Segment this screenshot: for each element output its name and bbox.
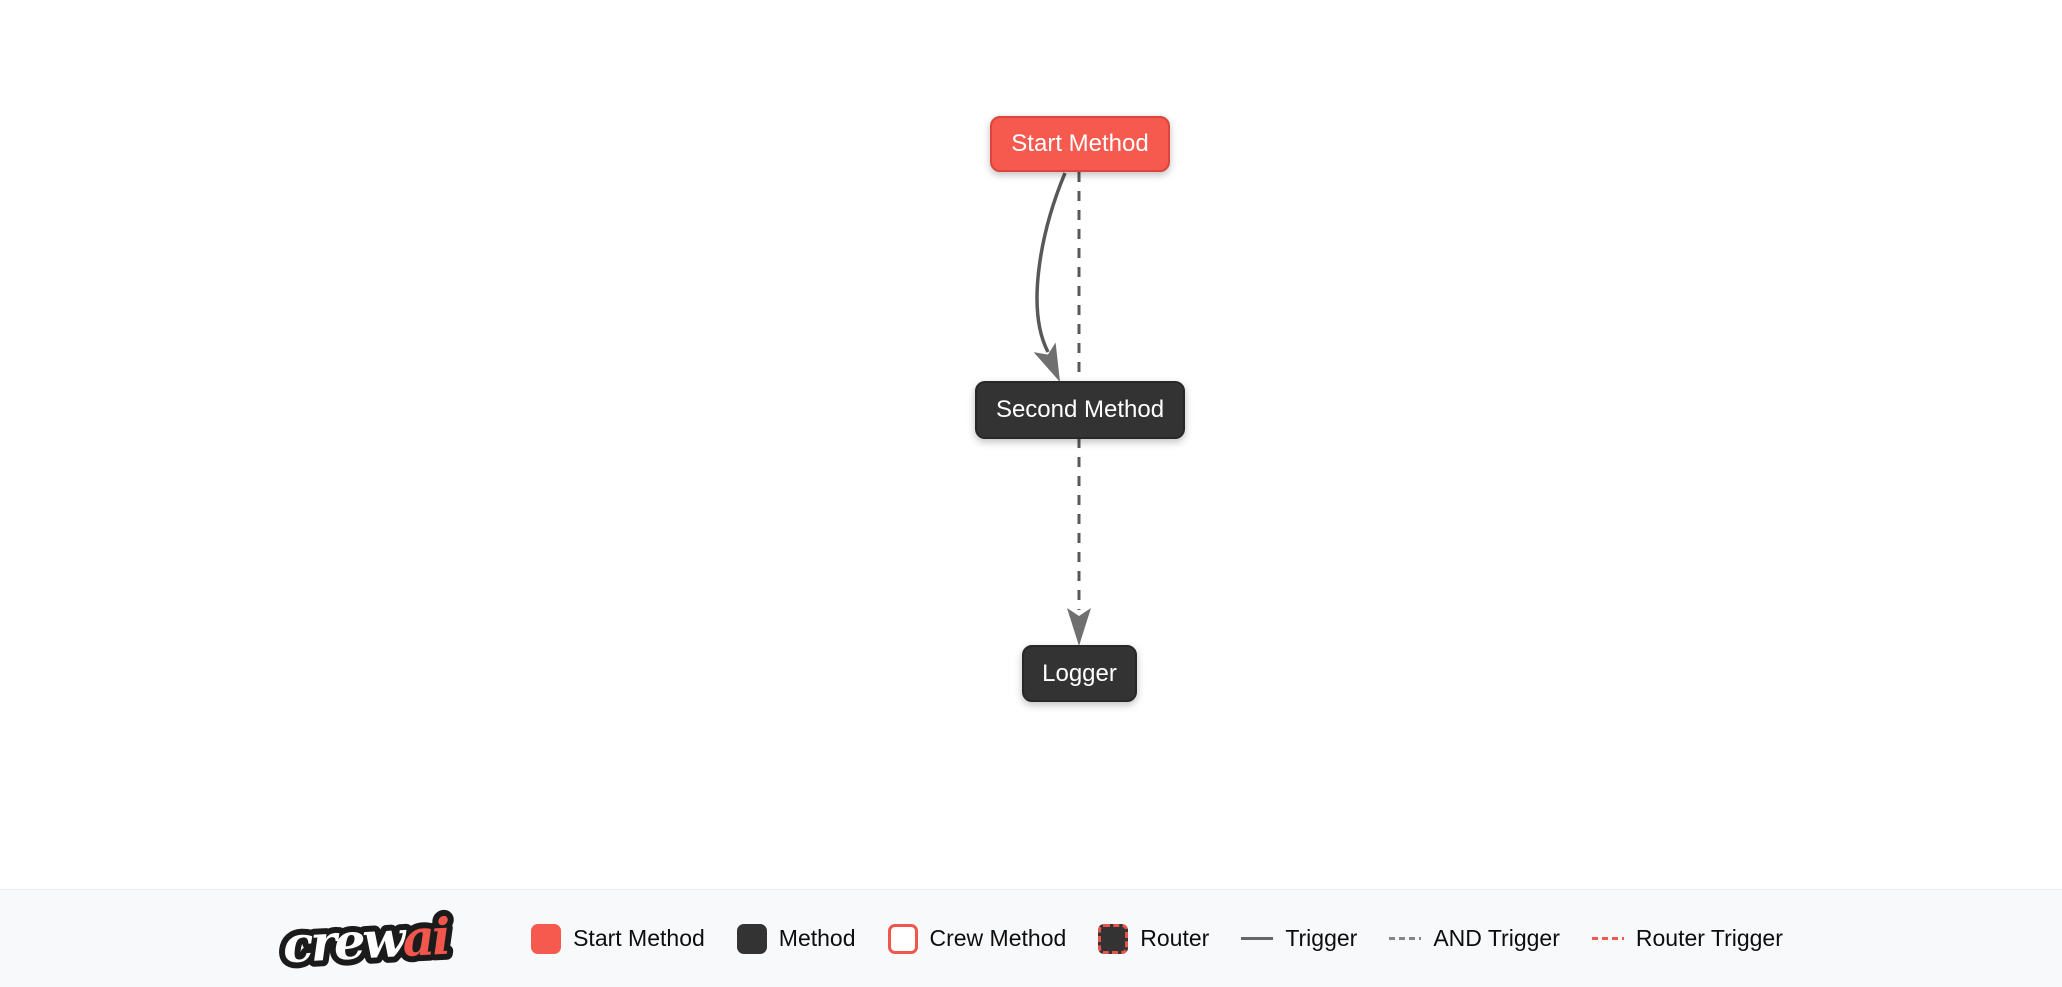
legend-label: Trigger: [1285, 925, 1358, 951]
legend-item-trigger: Trigger: [1241, 925, 1357, 952]
legend-label: Crew Method: [929, 925, 1067, 951]
method-swatch-icon: [736, 923, 767, 954]
node-label: Start Method: [1011, 130, 1149, 157]
legend-item-method: Method: [736, 923, 856, 954]
legend-item-start-method: Start Method: [531, 923, 705, 954]
legend-label: Router Trigger: [1635, 925, 1783, 951]
node-second-method[interactable]: Second Method: [975, 381, 1185, 439]
legend-item-router: Router: [1098, 923, 1210, 954]
node-logger[interactable]: Logger: [1022, 645, 1137, 702]
legend-item-crew-method: Crew Method: [887, 923, 1067, 954]
legend-bar: crewai crewai crewai Start Method Method…: [0, 889, 2062, 987]
legend-label: Start Method: [573, 925, 705, 951]
legend-item-router-trigger: Router Trigger: [1591, 925, 1783, 952]
svg-text:crewai: crewai: [282, 906, 451, 974]
router-swatch-icon: [1098, 923, 1129, 954]
edge-and-trigger-arrowhead-icon: [1067, 608, 1091, 646]
and-trigger-line-icon: [1389, 937, 1422, 940]
legend-label: Method: [778, 925, 856, 951]
trigger-line-icon: [1241, 937, 1274, 940]
legend-item-and-trigger: AND Trigger: [1389, 925, 1560, 952]
start-method-swatch-icon: [531, 923, 562, 954]
legend-label: AND Trigger: [1433, 925, 1560, 951]
edge-trigger-curve: [1035, 172, 1067, 353]
node-label: Logger: [1042, 659, 1117, 687]
router-trigger-line-icon: [1591, 937, 1624, 940]
legend-label: Router: [1140, 925, 1210, 951]
node-label: Second Method: [995, 396, 1165, 423]
svg-text:crewai: crewai: [282, 906, 451, 974]
edge-trigger-arrowhead-icon: [1033, 342, 1060, 382]
crewai-logo: crewai crewai crewai: [279, 902, 461, 976]
node-start-method[interactable]: Start Method: [990, 116, 1170, 172]
flow-canvas[interactable]: Start Method Second Method Logger: [0, 0, 2062, 889]
crew-method-swatch-icon: [887, 923, 918, 954]
svg-text:crewai: crewai: [282, 906, 451, 974]
